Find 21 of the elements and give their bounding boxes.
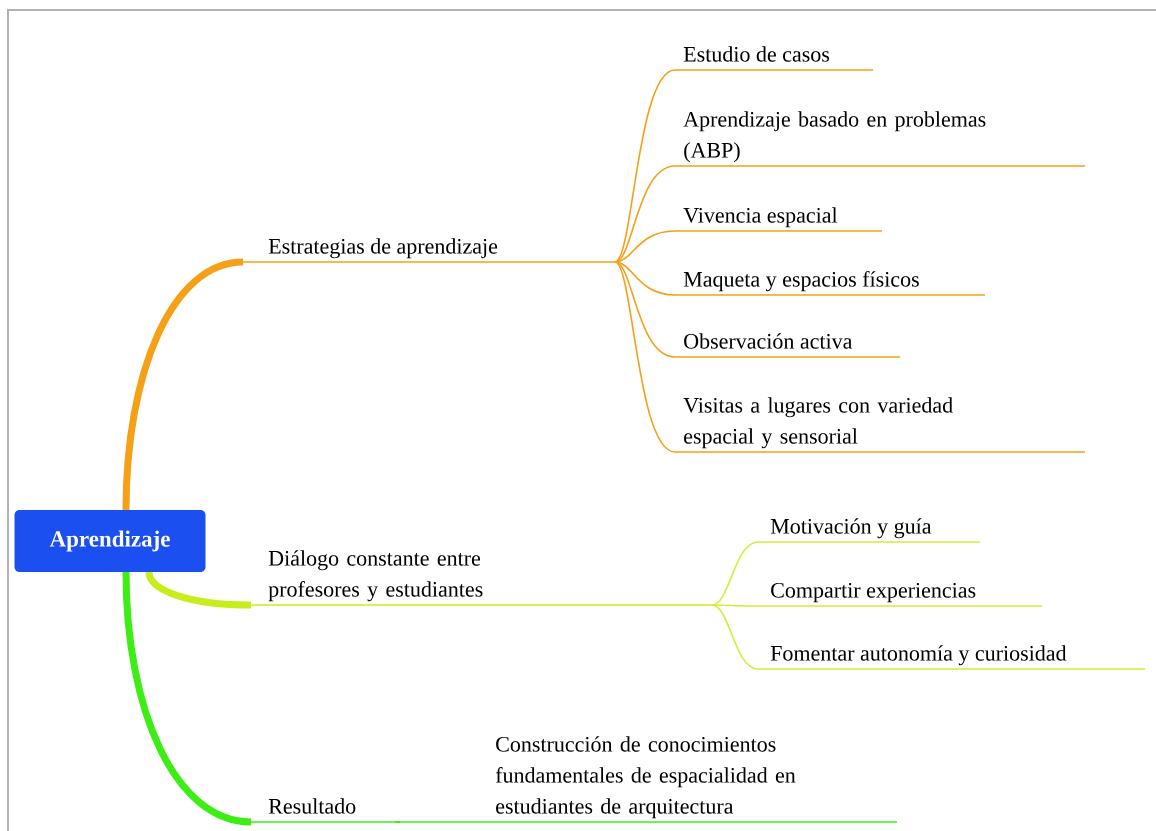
branch-line [614, 69, 676, 263]
branch-line [614, 261, 676, 453]
branch-line [711, 604, 759, 607]
underlined-topic: Estrategias de aprendizaje [242, 238, 616, 263]
underlined-topic: Vivencia espacial [674, 207, 883, 232]
root-box: Aprendizaje [14, 510, 206, 572]
branch-line [122, 258, 244, 511]
underlined-topic: Fomentar autonomía y curiosidad [757, 645, 1146, 670]
branch-line [122, 571, 252, 826]
underlined-topic: Maqueta y espacios físicos [674, 271, 986, 296]
underlined-topic: Diálogo constante entre profesores y estudiantes [250, 550, 713, 606]
underlined-topic: Motivación y guía [757, 518, 981, 543]
underlined-topic: Estudio de casos [674, 46, 874, 71]
underlined-topic: Compartir experiencias [757, 582, 1043, 607]
branch-line [394, 821, 401, 823]
branch-line [614, 165, 676, 263]
underlined-topic: Visitas a lugares con variedad espacial y sensorial [674, 397, 1086, 453]
branch-line [145, 571, 252, 609]
underlined-topic: Aprendizaje basado en problemas (ABP) [674, 111, 1086, 167]
underlined-topic: Observación activa [674, 333, 901, 358]
branch-line [711, 604, 759, 670]
